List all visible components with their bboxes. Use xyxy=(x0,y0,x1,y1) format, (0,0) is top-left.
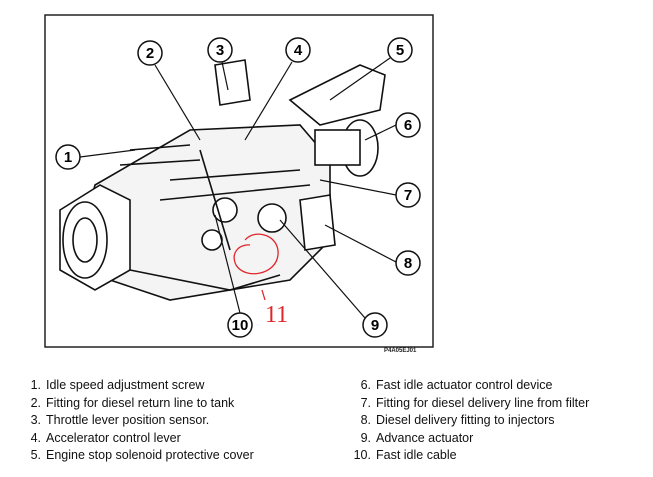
callout-number: 9 xyxy=(371,317,379,334)
callout-number: 6 xyxy=(404,117,412,134)
callout-number: 8 xyxy=(404,255,412,272)
legend-text: Throttle lever position sensor. xyxy=(46,413,210,427)
pump-illustration xyxy=(59,59,386,301)
legend-left: 1. Idle speed adjustment screw 2. Fitting f… xyxy=(22,377,254,465)
callout-5: 5 xyxy=(387,37,413,63)
legend-text: Engine stop solenoid protective cover xyxy=(46,448,254,462)
callout-3: 3 xyxy=(207,37,233,63)
callout-number: 4 xyxy=(294,42,303,59)
legend-number: 4. xyxy=(30,430,41,445)
legend-text: Diesel delivery fitting to injectors xyxy=(376,413,555,427)
callout-9: 9 xyxy=(362,312,388,338)
callout-number: 7 xyxy=(404,187,412,204)
legend-item: 2. Fitting for diesel return line to tank xyxy=(22,395,254,413)
figure-frame xyxy=(44,14,434,348)
legend-number: 1. xyxy=(30,378,41,392)
legend-text: Fast idle actuator control device xyxy=(376,378,553,392)
legend-number: 9. xyxy=(360,430,371,445)
legend-item: 7. Fitting for diesel delivery line from … xyxy=(352,395,590,413)
legend-item: 1. Idle speed adjustment screw xyxy=(22,377,254,395)
legend-item: 9. Advance actuator xyxy=(352,430,589,448)
callout-10: 10 xyxy=(227,312,253,338)
callout-8: 8 xyxy=(395,250,421,276)
callout-1: 1 xyxy=(55,144,81,170)
legend-number: 6. xyxy=(360,378,371,392)
legend-item: 4. Accelerator control lever xyxy=(22,430,254,448)
legend-text: Advance actuator xyxy=(376,430,474,445)
legend-right: 6. Fast idle actuator control device 7. Fit… xyxy=(352,377,590,465)
legend-number: 10. xyxy=(353,448,371,462)
callout-number: 2 xyxy=(146,45,154,62)
legend-text: Fitting for diesel return line to tank xyxy=(46,395,235,410)
red-annotation xyxy=(233,233,279,301)
legend-number: 5. xyxy=(30,448,41,462)
legend-number: 7. xyxy=(360,395,371,410)
legend-text: Accelerator control lever xyxy=(46,430,181,445)
callout-leaders xyxy=(79,57,397,319)
callout-numbers: 1 2 3 4 5 6 7 8 9 10 xyxy=(55,37,421,338)
legend-number: 3. xyxy=(30,413,41,427)
legend-number: 2. xyxy=(30,395,41,410)
callout-number: 1 xyxy=(64,149,72,166)
callout-6: 6 xyxy=(395,112,421,138)
legend-item: 5. Engine stop solenoid protective cover xyxy=(22,447,254,465)
legend-text: Idle speed adjustment screw xyxy=(46,378,205,392)
legend-item: 3. Throttle lever position sensor. xyxy=(22,412,254,430)
legend-item: 8. Diesel delivery fitting to injectors xyxy=(352,412,589,430)
callout-number: 10 xyxy=(232,317,249,334)
callout-4: 4 xyxy=(285,37,311,63)
figure-code: P4A05EJ01 xyxy=(384,348,417,354)
callout-7: 7 xyxy=(395,182,421,208)
legend-number: 8. xyxy=(360,413,371,427)
legend-text: Fast idle cable xyxy=(376,448,457,462)
legend-text: Fitting for diesel delivery line from fi… xyxy=(376,395,590,410)
legend-item: 10. Fast idle cable xyxy=(352,447,589,465)
callout-number: 3 xyxy=(216,42,224,59)
callout-2: 2 xyxy=(137,40,163,66)
legend-item: 6. Fast idle actuator control device xyxy=(352,377,589,395)
callout-number: 5 xyxy=(396,42,404,59)
annotation-label: 11 xyxy=(265,302,288,328)
